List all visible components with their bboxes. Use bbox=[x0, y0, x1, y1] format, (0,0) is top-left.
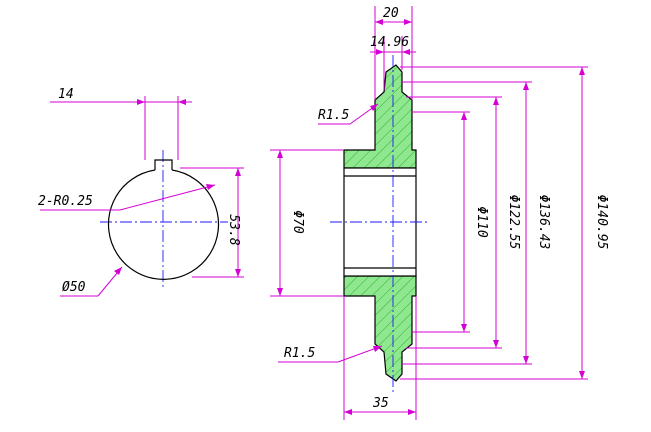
dia122-arrow-bottom bbox=[493, 340, 499, 348]
dia-140-label: Φ140.95 bbox=[594, 195, 609, 250]
dia122-arrow-top bbox=[493, 97, 499, 105]
keyway-depth-label: 53.8 bbox=[226, 214, 241, 245]
bore-dia-label: Ø50 bbox=[62, 280, 86, 295]
fillet-leader-arrow bbox=[206, 184, 215, 190]
lower-section bbox=[343, 275, 417, 382]
section-view: 20 14.96 R1.5 R1.5 Φ70 Φ110 bbox=[270, 6, 609, 420]
root-fillet-bottom-label: R1.5 bbox=[284, 346, 315, 361]
root-fillet-top-label: R1.5 bbox=[318, 108, 349, 123]
tooth-width-label: 14.96 bbox=[370, 35, 409, 50]
dia110-arrow-bottom bbox=[461, 324, 467, 332]
bore-circle bbox=[107, 169, 220, 280]
keyway-width-label: 14 bbox=[58, 87, 74, 102]
depth-arrow-top bbox=[235, 168, 241, 176]
dia136-arrow-bottom bbox=[523, 356, 529, 364]
upper-section bbox=[343, 64, 417, 169]
dia140-arrow-bottom bbox=[579, 371, 585, 379]
keyway-outline bbox=[154, 159, 173, 170]
keyway-arrow-right bbox=[178, 99, 186, 105]
dia-110-label: Φ110 bbox=[474, 206, 489, 237]
dia110-arrow-top bbox=[461, 112, 467, 120]
tooth-width-arrow-left bbox=[376, 49, 384, 55]
bore-dia-arrow-bottom bbox=[277, 288, 283, 296]
hub-width-arrow-right bbox=[404, 19, 412, 25]
hub-width-label: 20 bbox=[383, 6, 399, 21]
hub-len-arrow-left bbox=[344, 409, 352, 415]
end-view: 14 2-R0.25 53.8 Ø50 bbox=[38, 87, 244, 297]
bore-leader-arrow bbox=[114, 267, 122, 275]
dia136-arrow-top bbox=[523, 82, 529, 90]
fillet-leader-b bbox=[119, 184, 216, 211]
dia-122-label: Φ122.55 bbox=[506, 195, 521, 250]
dia-136-label: Φ136.43 bbox=[536, 195, 551, 250]
depth-arrow-bottom bbox=[235, 269, 241, 277]
fillet-top-arrow bbox=[370, 104, 378, 111]
bore-dia-section-label: Φ70 bbox=[290, 210, 305, 234]
keyway-arrow-left bbox=[137, 99, 145, 105]
dia140-arrow-top bbox=[579, 67, 585, 75]
fillet-bottom-arrow bbox=[373, 346, 382, 352]
tooth-width-arrow-right bbox=[402, 49, 410, 55]
hub-len-arrow-right bbox=[408, 409, 416, 415]
bore-dia-arrow-top bbox=[277, 150, 283, 158]
key-fillet-label: 2-R0.25 bbox=[38, 194, 93, 209]
hub-width-arrow-left bbox=[375, 19, 383, 25]
hub-length-label: 35 bbox=[372, 396, 389, 411]
